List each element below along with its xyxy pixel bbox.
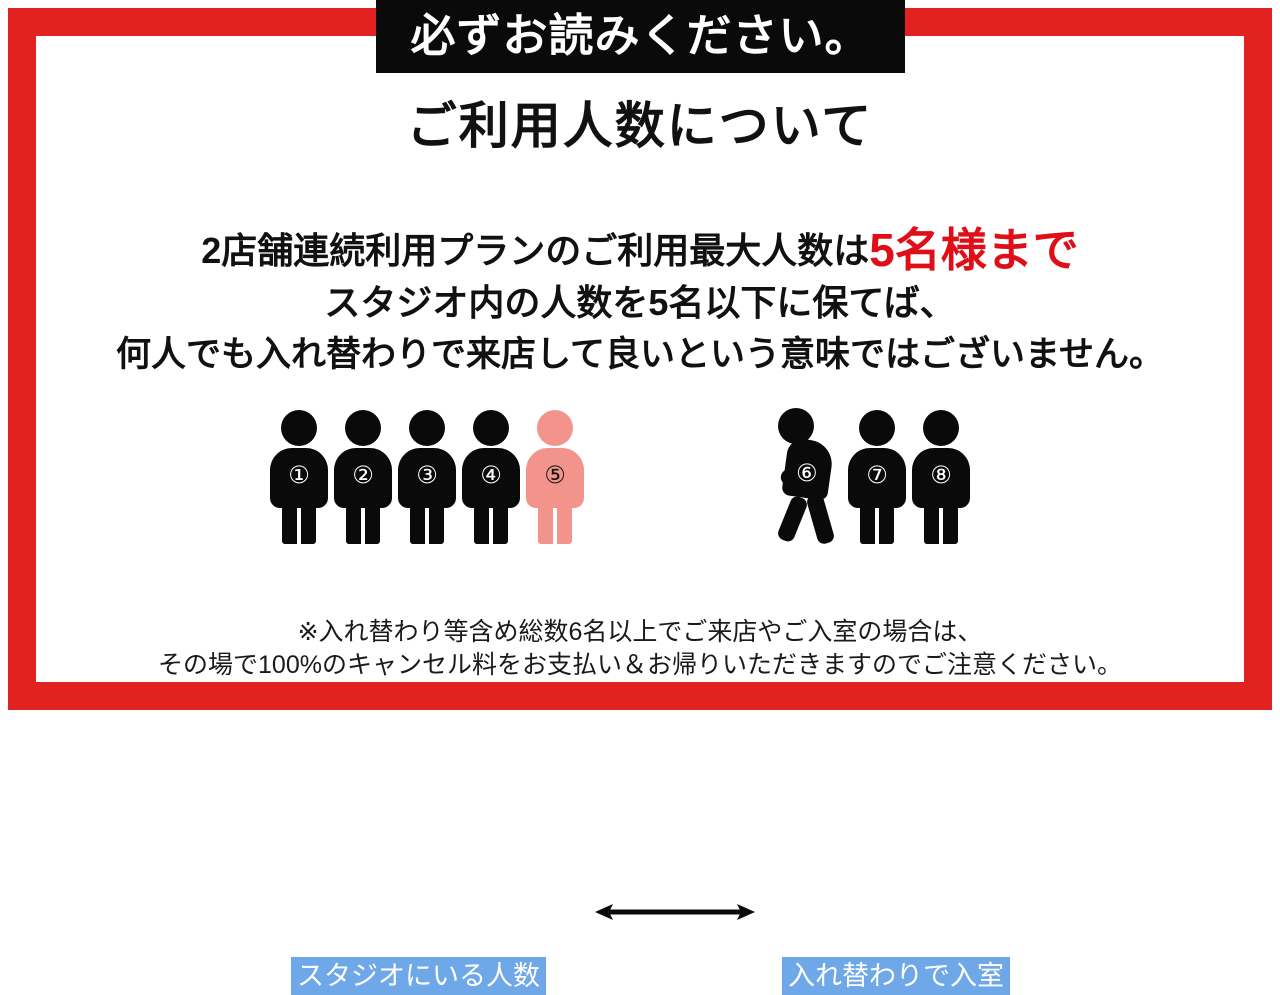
person-figure: ② xyxy=(332,408,394,544)
body-line-1-prefix: 2店舗連続利用プランのご利用最大人数は xyxy=(201,230,870,271)
person-number: ④ xyxy=(480,461,502,489)
figure-group-entering: ⑥ ⑦ ⑧ xyxy=(776,404,974,546)
person-number: ② xyxy=(352,461,374,489)
people-diagram: ① ② ③ ④ xyxy=(0,404,1280,995)
body-line-1: 2店舗連続利用プランのご利用最大人数は5名様まで xyxy=(0,224,1280,277)
person-legs-icon xyxy=(346,500,380,544)
person-body-icon xyxy=(334,448,392,508)
footnote-block: ※入れ替わり等含め総数6名以上でご来店やご入室の場合は、 その場で100%のキャ… xyxy=(0,616,1280,682)
person-body-icon xyxy=(398,448,456,508)
person-head-icon xyxy=(537,410,573,446)
person-number: ⑦ xyxy=(866,461,888,489)
person-head-icon xyxy=(281,410,317,446)
person-figure-highlighted: ⑤ xyxy=(524,408,586,544)
notice-page: 必ずお読みください。 ご利用人数について 2店舗連続利用プランのご利用最大人数は… xyxy=(0,0,1280,719)
person-legs-icon xyxy=(538,500,572,544)
figure-group-in-studio: ① ② ③ ④ xyxy=(268,404,588,544)
person-legs-icon xyxy=(860,500,894,544)
footnote-line-2: その場で100%のキャンセル料をお支払い＆お帰りいただきますのでご注意ください。 xyxy=(158,651,1122,679)
person-legs-icon xyxy=(474,500,508,544)
person-head-icon xyxy=(777,408,814,444)
person-head-icon xyxy=(859,410,895,446)
label-in-studio: スタジオにいる人数 xyxy=(291,957,546,995)
body-text-block: 2店舗連続利用プランのご利用最大人数は5名様まで スタジオ内の人数を5名以下に保… xyxy=(0,224,1280,381)
double-headed-arrow-icon xyxy=(595,904,755,920)
person-figure-walking: ⑥ xyxy=(776,408,844,546)
person-body-icon xyxy=(526,448,584,508)
person-figure: ③ xyxy=(396,408,458,544)
header-banner-text: 必ずお読みください。 xyxy=(410,10,871,61)
person-leg-back-icon xyxy=(776,494,809,544)
person-figure: ④ xyxy=(460,408,522,544)
person-figure: ① xyxy=(268,408,330,544)
person-number: ⑥ xyxy=(796,459,818,487)
body-line-2: スタジオ内の人数を5名以下に保てば、 xyxy=(324,282,956,323)
person-legs-icon xyxy=(924,500,958,544)
person-head-icon xyxy=(923,410,959,446)
footnote-line-1: ※入れ替わり等含め総数6名以上でご来店やご入室の場合は、 xyxy=(297,618,983,646)
person-legs-icon xyxy=(410,500,444,544)
person-leg-front-icon xyxy=(805,492,836,546)
label-entering: 入れ替わりで入室 xyxy=(782,957,1010,995)
person-body-icon xyxy=(912,448,970,508)
person-head-icon xyxy=(409,410,445,446)
person-number: ① xyxy=(288,461,310,489)
person-body-icon xyxy=(462,448,520,508)
body-line-1-emphasis: 5名様まで xyxy=(869,224,1079,276)
person-head-icon xyxy=(345,410,381,446)
header-banner: 必ずお読みください。 xyxy=(376,0,905,73)
person-body-icon xyxy=(848,448,906,508)
person-number: ③ xyxy=(416,461,438,489)
body-line-3: 何人でも入れ替わりで来店して良いという意味ではございません。 xyxy=(116,335,1164,374)
person-number: ⑤ xyxy=(544,461,566,489)
person-figure: ⑧ xyxy=(910,408,972,544)
person-number: ⑧ xyxy=(930,461,952,489)
person-head-icon xyxy=(473,410,509,446)
person-body-icon xyxy=(270,448,328,508)
person-figure: ⑦ xyxy=(846,408,908,544)
page-title: ご利用人数について xyxy=(406,98,874,154)
person-legs-icon xyxy=(282,500,316,544)
